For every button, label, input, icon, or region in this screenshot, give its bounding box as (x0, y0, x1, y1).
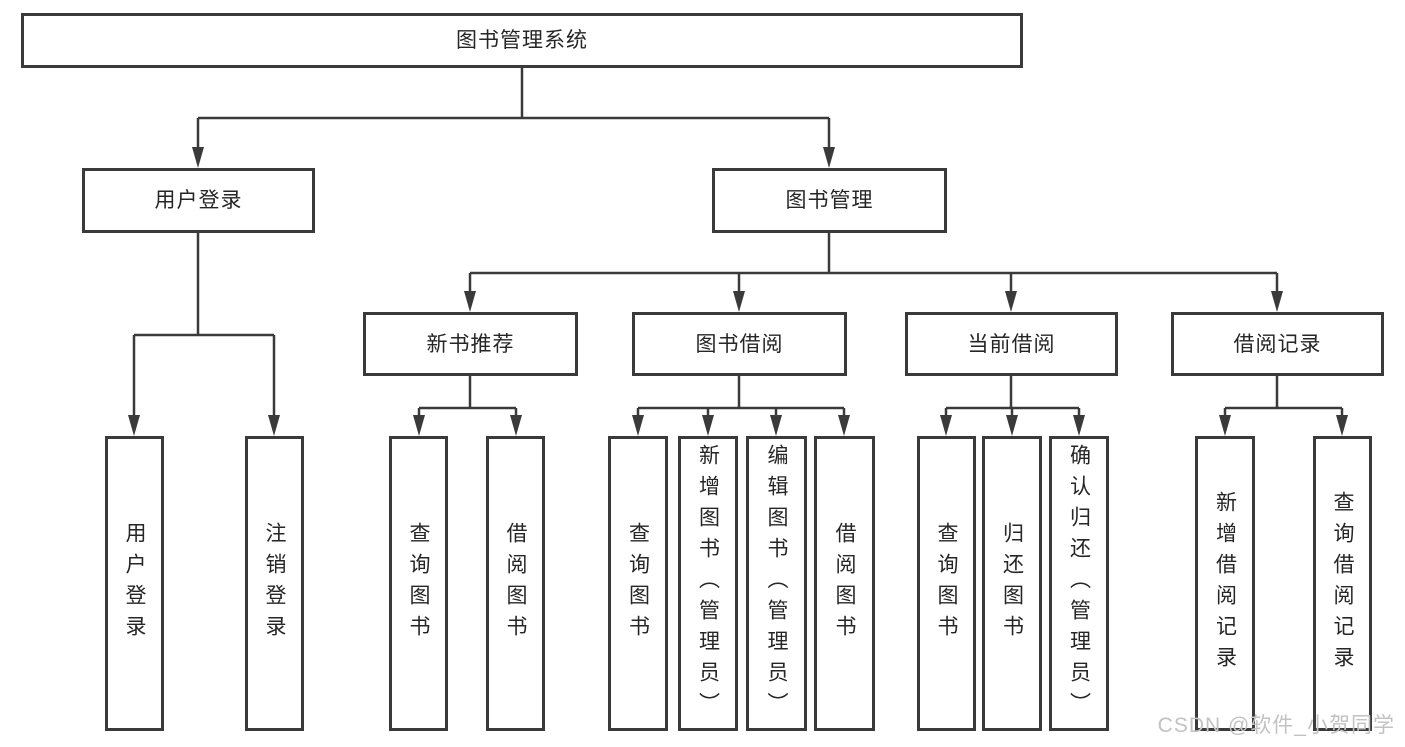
node-user-login: 用户登录 (82, 168, 315, 233)
node-label: 编辑图书（管理员） (765, 444, 788, 723)
node-label: 当前借阅 (967, 332, 1056, 356)
arrowheads (128, 147, 1348, 436)
node-new-book-recommendation: 新书推荐 (363, 312, 578, 376)
leaf-edit-book-admin: 编辑图书（管理员） (746, 436, 807, 731)
leaf-borrow-books: 借阅图书 (814, 436, 875, 731)
node-label: 图书借阅 (695, 332, 784, 356)
node-label: 归还图书 (1000, 521, 1024, 646)
leaf-query-books: 查询图书 (917, 436, 976, 731)
node-label: 用户登录 (123, 521, 146, 646)
leaf-add-book-admin: 新增图书（管理员） (678, 436, 738, 731)
leaf-query-borrow-record: 查询借阅记录 (1313, 436, 1372, 731)
node-label: 查询图书 (407, 521, 430, 646)
node-label: 图书管理 (785, 189, 874, 212)
node-label: 查询借阅记录 (1331, 490, 1354, 677)
node-book-management-system: 图书管理系统 (21, 13, 1023, 68)
node-label: 用户登录 (154, 189, 243, 212)
leaf-logout: 注销登录 (245, 436, 304, 731)
node-book-management: 图书管理 (712, 168, 947, 233)
node-label: 借阅图书 (504, 521, 527, 646)
node-label: 新增图书（管理员） (696, 444, 720, 723)
node-label: 查询图书 (935, 521, 958, 646)
node-book-borrowing: 图书借阅 (632, 312, 847, 376)
leaf-add-borrow-record: 新增借阅记录 (1195, 436, 1255, 731)
node-current-borrowing: 当前借阅 (905, 312, 1118, 376)
leaf-user-login: 用户登录 (105, 436, 164, 731)
node-label: 新书推荐 (426, 332, 515, 356)
node-label: 图书管理系统 (456, 29, 588, 52)
leaf-return-books: 归还图书 (982, 436, 1042, 731)
leaf-borrow-books: 借阅图书 (486, 436, 545, 731)
leaf-query-books: 查询图书 (608, 436, 668, 731)
node-label: 新增借阅记录 (1213, 490, 1237, 677)
node-label: 查询图书 (626, 521, 650, 646)
node-borrowing-records: 借阅记录 (1171, 312, 1384, 376)
node-label: 确认归还（管理员） (1067, 444, 1091, 723)
leaf-confirm-return-admin: 确认归还（管理员） (1049, 436, 1109, 731)
node-label: 借阅图书 (833, 521, 856, 646)
node-label: 注销登录 (263, 521, 286, 646)
node-label: 借阅记录 (1233, 332, 1322, 356)
leaf-query-books: 查询图书 (389, 436, 448, 731)
watermark: CSDN @软件_小贺同学 (1157, 714, 1395, 737)
